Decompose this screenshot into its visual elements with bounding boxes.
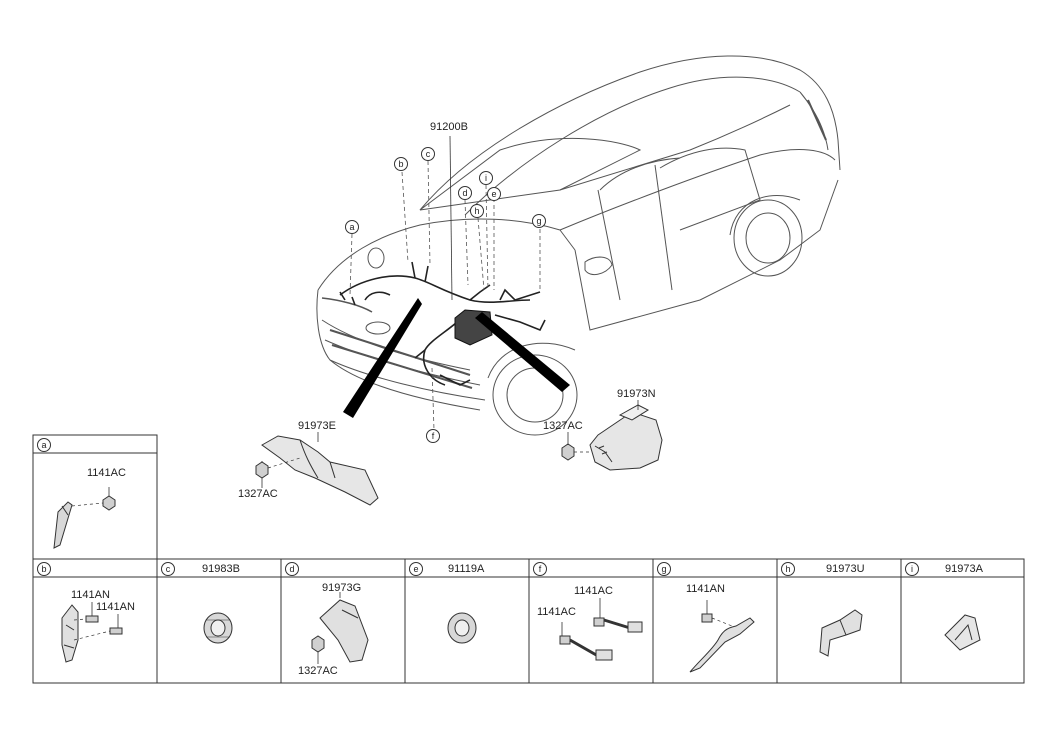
panel-d-label-1: 91973G [322,582,362,594]
panel-a-art [53,487,116,549]
harness-leader [449,135,453,301]
panel-f-art [559,598,643,661]
callout-d: d [458,186,472,200]
harness-part-number: 91200B [430,121,468,133]
callout-e: e [487,187,501,201]
panel-g-letter: g [657,562,671,576]
panel-g-art [689,600,755,673]
panel-e-art [447,612,477,644]
wiring-harness [339,261,546,386]
callout-b: b [394,157,408,171]
panel-i-part-number: 91973A [945,563,983,575]
panel-e-letter: e [409,562,423,576]
panel-a-letter: a [37,438,51,452]
bracket-left-nut-number: 1327AC [238,488,278,500]
panel-frames [32,434,1025,684]
panel-h-art [819,609,863,657]
leader-right-nut [261,400,639,488]
panel-b-letter: b [37,562,51,576]
panel-b-label-1: 1141AN [71,589,110,601]
bracket-left-part-number: 91973E [298,420,336,432]
panel-h-letter: h [781,562,795,576]
callout-c: c [421,147,435,161]
panel-f-label-2: 1141AC [537,606,576,618]
panel-h-part-number: 91973U [826,563,865,575]
car-illustration [316,55,841,436]
panel-f-letter: f [533,562,547,576]
panel-d-art [311,592,369,664]
bracket-right-part-number: 91973N [617,388,656,400]
panel-i-letter: i [905,562,919,576]
panel-d-label-2: 1327AC [298,665,338,677]
panel-c-art [203,612,233,644]
callout-i: i [479,171,493,185]
pointer-wedge-left [343,298,422,418]
callout-g: g [532,214,546,228]
panel-b-label-2: 1141AN [96,601,135,613]
bracket-right-nut-number: 1327AC [543,420,583,432]
panel-c-part-number: 91983B [202,563,240,575]
bracket-91973n [561,404,663,471]
panel-c-letter: c [161,562,175,576]
panel-d-letter: d [285,562,299,576]
panel-f-label-1: 1141AC [574,585,613,597]
bracket-91973e [255,435,379,506]
panel-b-art [61,602,123,663]
leader-lines [349,160,541,431]
panel-g-label-1: 1141AN [686,583,725,595]
pointer-wedge-right [475,312,570,392]
callout-f: f [426,429,440,443]
panel-a-label-1: 1141AC [87,467,126,479]
callout-a: a [345,220,359,234]
panel-e-part-number: 91119A [448,563,485,575]
callout-h: h [470,204,484,218]
panel-i-art [944,614,981,651]
